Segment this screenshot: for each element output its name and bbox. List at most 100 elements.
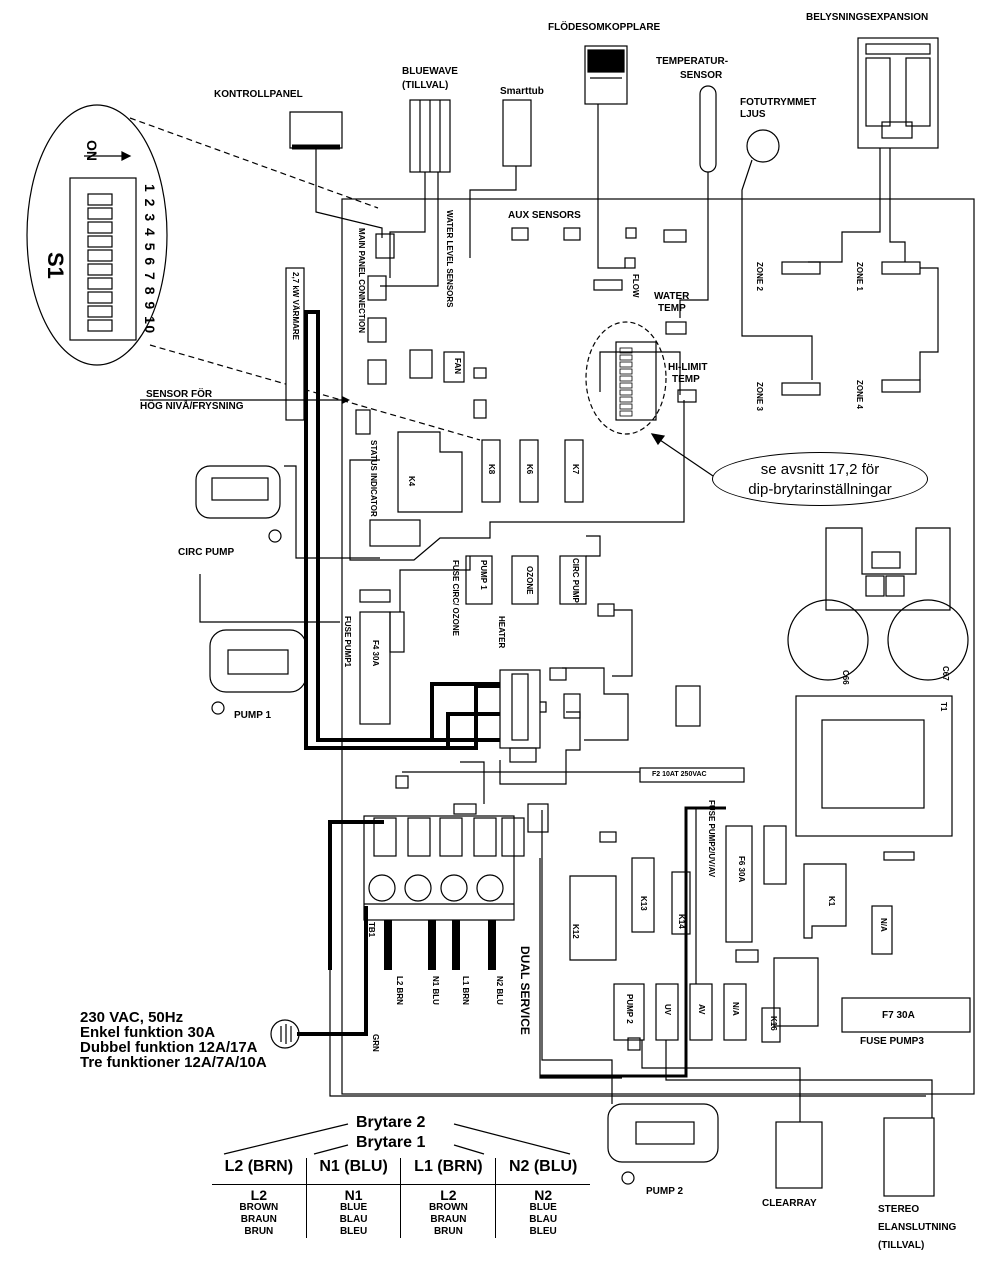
- label-tb-l1: L1 BRN: [461, 976, 470, 1005]
- label-sensor: SENSOR FÖR: [146, 389, 213, 400]
- table-color-en: BROWN: [239, 1202, 279, 1213]
- label-water-temp-2: TEMP: [658, 303, 686, 314]
- table-color-de: BRAUN: [240, 1214, 277, 1225]
- dip-numbers: 1 2 3 4 5 6 7 8 9 10: [142, 184, 158, 335]
- label-tb-n1: N1 BLU: [431, 976, 440, 1005]
- dip-zoom-ellipse: [26, 104, 168, 366]
- label-f2: F2 10AT 250VAC: [652, 771, 707, 778]
- label-pump2: PUMP 2: [646, 1186, 684, 1197]
- label-k7: K7: [571, 464, 580, 475]
- label-pump1-conn: PUMP 1: [479, 560, 488, 590]
- clearray-shape: [775, 1121, 823, 1189]
- label-zone1: ZONE 1: [855, 262, 864, 291]
- fuse-f4: [359, 611, 391, 725]
- label-uv: UV: [663, 1004, 672, 1016]
- label-bluewave-optional: (TILLVAL): [402, 80, 449, 91]
- relay-k6: [519, 439, 539, 503]
- label-water-level: WATER LEVEL SENSORS: [445, 210, 454, 308]
- label-na-2: N/A: [879, 918, 888, 932]
- table-header-n2: N2 (BLU): [495, 1158, 590, 1185]
- lighting-expansion-shape: [857, 37, 939, 149]
- label-grn: GRN: [371, 1034, 380, 1052]
- supply-line2: Enkel funktion 30A: [80, 1024, 216, 1041]
- label-hi-limit-2: TEMP: [672, 374, 700, 385]
- dip-settings-note: se avsnitt 17,2 för dip-brytarinställnin…: [712, 452, 928, 506]
- label-f4: F4 30A: [371, 640, 380, 667]
- label-circ-pump-conn: CIRC PUMP: [571, 558, 580, 603]
- label-zone2: ZONE 2: [755, 262, 764, 291]
- label-belysningsexpansion: BELYSNINGSEXPANSION: [806, 12, 929, 23]
- label-k6: K6: [525, 464, 534, 475]
- label-kontrollpanel: KONTROLLPANEL: [214, 89, 303, 100]
- label-fuse-pump2: FUSE PUMP2/UV/AV: [707, 800, 716, 878]
- label-stereo-2: ELANSLUTNING: [878, 1222, 957, 1233]
- label-fotutrymmet-ljus: LJUS: [740, 109, 766, 120]
- relay-k4: [397, 431, 463, 513]
- label-k12: K12: [571, 924, 580, 939]
- supply-line3: Dubbel funktion 12A/17A: [80, 1039, 258, 1056]
- table-code: N2: [495, 1184, 590, 1202]
- dip-settings-note-line1: se avsnitt 17,2 för: [760, 461, 880, 478]
- label-temperature-sensor: TEMPERATUR-: [656, 56, 729, 67]
- table-color-de: BRAUN: [400, 1214, 496, 1226]
- heater-element: [285, 267, 305, 421]
- dip-switch-cells: [87, 193, 113, 332]
- label-tb1: TB1: [367, 922, 376, 938]
- terminal-block: [363, 815, 515, 921]
- relay-k7: [564, 439, 584, 503]
- table-color-fr: BRUN: [244, 1226, 274, 1237]
- label-clearray: CLEARRAY: [762, 1198, 817, 1209]
- label-fuse-circ: FUSE CIRC/ OZONE: [451, 560, 460, 637]
- table-color-en: BLUE: [495, 1202, 590, 1214]
- label-flow: FLOW: [631, 274, 640, 298]
- label-k16: K16: [769, 1016, 778, 1031]
- label-bluewave: BLUEWAVE: [402, 66, 458, 77]
- label-tb-l2: L2 BRN: [395, 976, 404, 1005]
- label-k1: K1: [827, 896, 836, 907]
- stereo-shape: [883, 1117, 935, 1197]
- table-header-l2: L2 (BRN): [212, 1158, 307, 1185]
- zone2-connector: [781, 261, 821, 275]
- table-color-en: BLUE: [305, 1202, 401, 1214]
- label-dual-service: DUAL SERVICE: [518, 946, 532, 1035]
- label-na: N/A: [731, 1002, 740, 1016]
- table-color-fr: BLEU: [305, 1226, 401, 1238]
- label-stereo-3: (TILLVAL): [878, 1240, 925, 1251]
- dip-s1-label: S1: [43, 252, 68, 279]
- label-water-temp: WATER: [654, 291, 690, 302]
- pump1-shape: [209, 629, 307, 715]
- circ-pump-shape: [195, 465, 282, 543]
- table-color-fr: BRUN: [400, 1226, 496, 1238]
- smarttub-shape: [502, 99, 532, 167]
- pump2-shape: [607, 1103, 719, 1185]
- zone1-connector: [881, 261, 921, 275]
- label-k14: K14: [677, 914, 686, 929]
- supply-line4: Tre funktioner 12A/7A/10A: [80, 1054, 267, 1071]
- label-pump2-conn: PUMP 2: [625, 994, 634, 1024]
- label-breaker-2: Brytare 2: [356, 1114, 426, 1131]
- label-circ-pump: CIRC PUMP: [178, 547, 235, 558]
- table-code: L2: [400, 1184, 496, 1202]
- label-f7: F7 30A: [882, 1010, 915, 1021]
- control-panel-shape: [289, 111, 343, 149]
- label-breaker-1: Brytare 1: [356, 1134, 426, 1151]
- label-heater-conn: HEATER: [497, 616, 506, 649]
- temp-sensor-shape: [699, 85, 717, 173]
- supply-line1: 230 VAC, 50Hz: [80, 1009, 184, 1026]
- label-tb-n2: N2 BLU: [495, 976, 504, 1005]
- flow-switch-shape: [584, 45, 628, 105]
- table-code: L2: [250, 1187, 267, 1203]
- capacitor-c67: [887, 599, 969, 681]
- label-k8: K8: [487, 464, 496, 475]
- table-color-fr: BLEU: [495, 1226, 590, 1238]
- fuse-f7: [841, 997, 971, 1033]
- label-k4: K4: [407, 476, 416, 487]
- label-heater: 2,7 kW VÄRMARE: [291, 272, 300, 341]
- relay-k8: [481, 439, 501, 503]
- control-board-outline: [341, 198, 975, 1095]
- zone3-connector: [781, 382, 821, 396]
- fuse-f2: [639, 767, 745, 783]
- label-smarttub: Smarttub: [500, 86, 544, 97]
- label-f6: F6 30A: [737, 856, 746, 883]
